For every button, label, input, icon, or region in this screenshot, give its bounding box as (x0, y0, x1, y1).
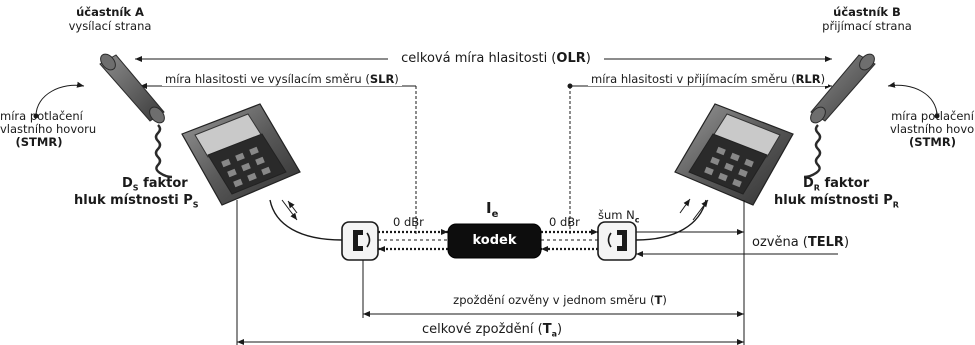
slr-label: míra hlasitosti ve vysílacím směru (SLR) (162, 72, 402, 86)
ie-label: Ie (486, 199, 499, 220)
cable-b (635, 199, 707, 241)
cable-a (269, 199, 343, 241)
stmr-b-label: míra potlačení vlastního hovoru (STMR) (890, 110, 975, 149)
cord-b (803, 124, 822, 179)
rlr-label: míra hlasitosti v přijímacím směru (RLR) (588, 72, 829, 86)
echo-label: ozvěna (TELR) (752, 235, 850, 250)
cord-a (154, 124, 173, 179)
stmr-a-abbr: (STMR) (15, 135, 63, 149)
stmr-a-line1: míra potlačení (0, 109, 83, 123)
phone-b (674, 103, 794, 206)
stmr-a-line2: vlastního hovoru (0, 122, 97, 136)
hybrid-a (341, 221, 379, 261)
factor-b-line2: hluk místnosti PR (774, 193, 899, 210)
participant-a-title: účastník A (76, 5, 144, 19)
factor-b-line1: DR faktor (803, 176, 870, 193)
stmr-a-arrow (35, 81, 85, 117)
participant-b-title: účastník B (833, 5, 901, 19)
handset-a (99, 53, 165, 124)
olr-label: celková míra hlasitosti (OLR) (388, 51, 604, 67)
stmr-b-line2: vlastního hovoru (890, 122, 975, 136)
dbr-left-label: 0 dBr (393, 215, 424, 229)
stmr-b-line1: míra potlačení (891, 109, 974, 123)
participant-a-subtitle: vysílací strana (68, 19, 152, 33)
participant-b-subtitle: přijímací strana (822, 19, 912, 33)
stmr-b-abbr: (STMR) (909, 135, 956, 149)
factor-a-line1: DS faktor (122, 176, 188, 193)
codec-block (447, 223, 542, 259)
stmr-a-label: míra potlačení vlastního hovoru (STMR) (0, 109, 97, 149)
handset-b (810, 53, 876, 124)
codec-label: kodek (472, 233, 517, 248)
one-way-delay-label: zpoždění ozvěny v jednom směru (T) (453, 293, 667, 307)
noise-label: šum Nc (598, 208, 640, 225)
dbr-right-label: 0 dBr (549, 215, 580, 229)
total-delay-label: celkové zpoždění (Ta) (421, 322, 563, 339)
factor-a-line2: hluk místnosti PS (74, 193, 199, 210)
hybrid-b (597, 221, 637, 261)
stmr-b-arrow (887, 81, 938, 117)
phone-a (181, 103, 301, 206)
